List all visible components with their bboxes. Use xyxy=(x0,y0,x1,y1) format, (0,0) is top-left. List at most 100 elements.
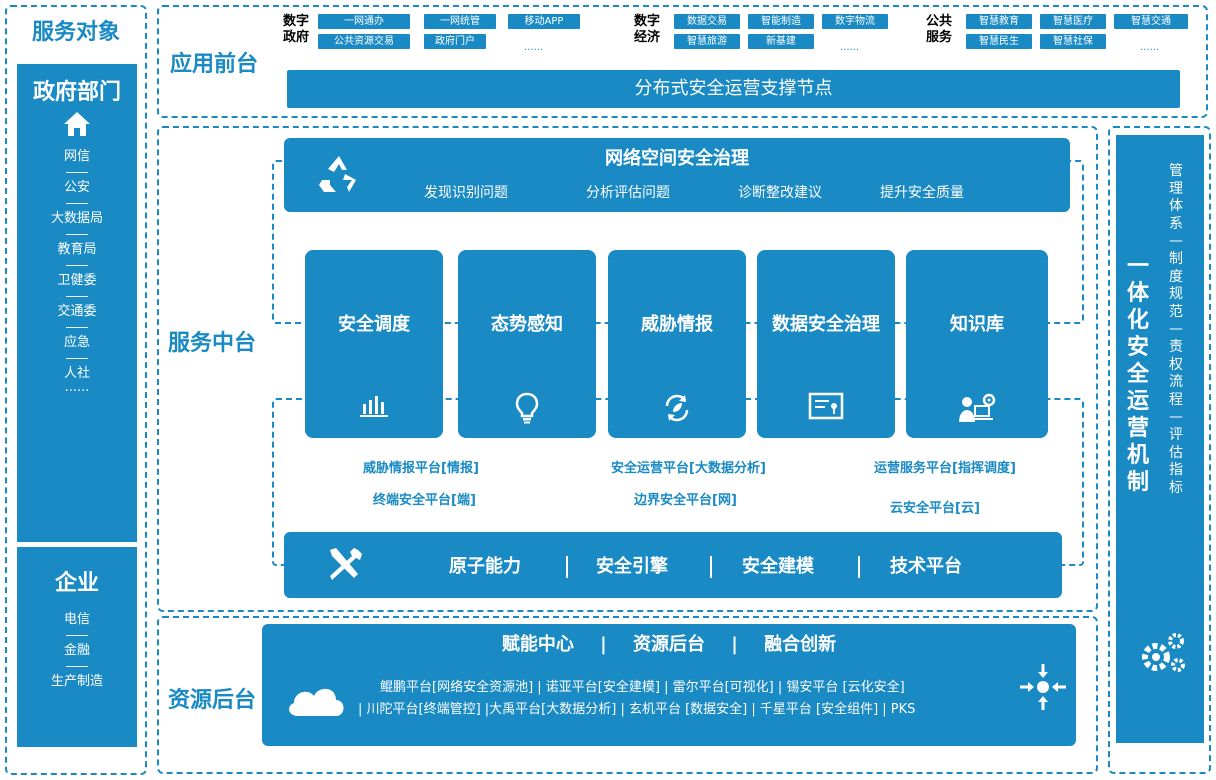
list-divider xyxy=(66,327,88,328)
governance-item: 诊断整改建议 xyxy=(738,185,822,201)
front-section xyxy=(157,5,1208,118)
middle-section xyxy=(157,126,1098,612)
category-digital-economy: 数字经济 xyxy=(634,14,661,45)
enterprise-item: 金融 xyxy=(63,643,90,658)
governance-title: 网络空间安全治理 xyxy=(605,148,749,169)
gov-dept-item: 教育局 xyxy=(57,242,97,257)
backend-platforms-line1: 鲲鹏平台[网络安全资源池] | 诺亚平台[安全建模] | 雷尔平台[可视化] |… xyxy=(380,680,905,695)
list-divider xyxy=(66,635,88,636)
card-security-dispatch: 安全调度 xyxy=(305,250,443,438)
separator xyxy=(566,556,568,578)
enterprise-item: 生产制造 xyxy=(50,674,103,689)
governance-item: 分析评估问题 xyxy=(586,185,670,201)
gov-dept-panel: 政府部门 网信公安大数据局教育局卫健委交通委应急人社...... xyxy=(17,64,137,542)
lightbulb-icon xyxy=(458,392,596,428)
middle-label: 服务中台 xyxy=(168,331,257,356)
list-divider xyxy=(66,265,88,266)
mechanism-title: 一体化安全运营机制 xyxy=(1126,254,1149,495)
backend-top-items: 赋能中心 | 资源后台 | 融合创新 xyxy=(501,634,837,655)
capability-tech-platform: 技术平台 xyxy=(890,556,962,577)
platform-security-ops: 安全运营平台[大数据分析] xyxy=(611,461,766,476)
capability-engine: 安全引擎 xyxy=(596,556,668,577)
capability-modeling: 安全建模 xyxy=(742,556,814,577)
front-label: 应用前台 xyxy=(170,52,259,77)
governance-bar: 网络空间安全治理 发现识别问题 分析评估问题 诊断整改建议 提升安全质量 xyxy=(284,138,1070,212)
gov-dept-ellipsis: ...... xyxy=(64,380,90,395)
platform-boundary-security: 边界安全平台[网] xyxy=(634,493,737,508)
separator xyxy=(858,556,860,578)
platform-cloud-security: 云安全平台[云] xyxy=(890,501,980,516)
platform-ops-service: 运营服务平台[指挥调度] xyxy=(874,461,1016,476)
chip-data-trade: 数据交易 xyxy=(674,14,740,29)
separator xyxy=(710,556,712,578)
category-digital-gov: 数字政府 xyxy=(283,14,310,45)
refresh-leaf-icon xyxy=(608,392,746,428)
card-data-security-gov: 数据安全治理 xyxy=(757,250,895,438)
chip-smart-social-security: 智慧社保 xyxy=(1040,34,1106,49)
chip-smart-education: 智慧教育 xyxy=(966,14,1032,29)
home-icon xyxy=(17,110,137,142)
gov-dept-item: 人社 xyxy=(63,366,90,381)
chip-yiwangtongban: 一网通办 xyxy=(318,14,410,29)
gov-dept-item: 网信 xyxy=(63,149,90,164)
mechanism-sub: 管理体系—制度规范—责权流程—评估指标 xyxy=(1169,163,1183,496)
capability-atomic: 原子能力 xyxy=(449,556,521,577)
enable-center: 赋能中心 xyxy=(501,634,574,655)
engineer-gear-icon xyxy=(906,392,1048,428)
list-divider xyxy=(66,358,88,359)
gov-dept-item: 应急 xyxy=(63,335,90,350)
chip-smart-livelihood: 智慧民生 xyxy=(966,34,1032,49)
chip-smart-manufacturing: 智能制造 xyxy=(748,14,814,29)
list-divider xyxy=(66,234,88,235)
chip-yiwangtongguan: 一网统管 xyxy=(424,14,496,29)
backend-platforms-line2: | 川陀平台[终端管控] |大禹平台[大数据分析] | 玄机平台 [数据安全] … xyxy=(358,702,916,717)
list-divider xyxy=(66,666,88,667)
chip-digital-logistics: 数字物流 xyxy=(822,14,888,29)
certificate-icon xyxy=(757,392,895,424)
enterprise-item: 电信 xyxy=(63,612,90,627)
list-divider xyxy=(66,296,88,297)
chip-mobile-app: 移动APP xyxy=(508,14,580,29)
card-knowledge-base: 知识库 xyxy=(906,250,1048,438)
gears-icon xyxy=(1138,627,1188,681)
bar-chart-icon xyxy=(305,392,443,422)
capability-bar: 原子能力 安全引擎 安全建模 技术平台 xyxy=(284,532,1062,598)
distributed-node-bar: 分布式安全运营支撑节点 xyxy=(287,70,1180,108)
enterprise-title: 企业 xyxy=(54,571,99,596)
more-dots: ...... xyxy=(840,42,860,53)
list-divider xyxy=(66,203,88,204)
more-dots: ...... xyxy=(1140,42,1160,53)
card-threat-intel: 威胁情报 xyxy=(608,250,746,438)
fusion-innovation: 融合创新 xyxy=(764,634,837,655)
platform-threat-intel: 威胁情报平台[情报] xyxy=(363,461,479,476)
governance-item: 提升安全质量 xyxy=(880,185,964,201)
chip-smart-tourism: 智慧旅游 xyxy=(674,34,740,49)
governance-item: 发现识别问题 xyxy=(424,185,508,201)
tools-icon xyxy=(324,544,364,588)
category-public-service: 公共服务 xyxy=(926,14,953,45)
converge-arrows-icon xyxy=(1018,662,1068,716)
chip-smart-transport: 智慧交通 xyxy=(1114,14,1188,29)
chip-smart-medical: 智慧医疗 xyxy=(1040,14,1106,29)
mechanism-panel: 一体化安全运营机制 管理体系—制度规范—责权流程—评估指标 xyxy=(1116,135,1204,743)
more-dots: ...... xyxy=(524,42,544,53)
chip-gov-portal: 政府门户 xyxy=(424,34,486,49)
gov-dept-item: 大数据局 xyxy=(50,211,103,226)
recycle-icon xyxy=(316,152,362,200)
enterprise-list: 电信金融生产制造 xyxy=(17,611,137,691)
gov-dept-item: 公安 xyxy=(63,180,90,195)
service-target-panel xyxy=(5,5,147,775)
resource-backend: 资源后台 xyxy=(633,634,705,655)
backend-section xyxy=(157,616,1098,774)
service-target-title: 服务对象 xyxy=(31,20,120,45)
gov-dept-list: 网信公安大数据局教育局卫健委交通委应急人社...... xyxy=(17,148,137,395)
cloud-icon xyxy=(284,678,348,722)
chip-public-resource: 公共资源交易 xyxy=(318,34,410,49)
chip-new-infra: 新基建 xyxy=(748,34,814,49)
platform-endpoint-security: 终端安全平台[端] xyxy=(373,493,476,508)
backend-panel: 赋能中心 | 资源后台 | 融合创新 鲲鹏平台[网络安全资源池] | 诺亚平台[… xyxy=(262,624,1076,746)
enterprise-panel: 企业 电信金融生产制造 xyxy=(17,547,137,747)
gov-dept-title: 政府部门 xyxy=(32,80,121,105)
list-divider xyxy=(66,172,88,173)
mechanism-section xyxy=(1108,126,1211,774)
